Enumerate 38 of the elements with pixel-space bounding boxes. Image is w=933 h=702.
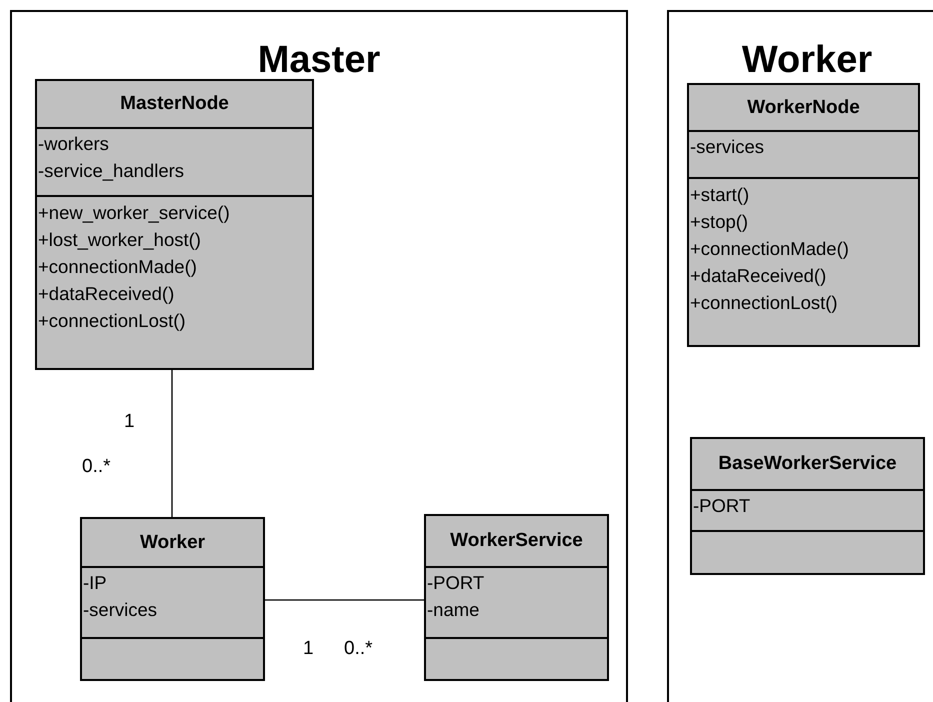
class-name: MasterNode xyxy=(120,93,229,115)
multiplicity-label: 0..* xyxy=(82,455,111,479)
class-box xyxy=(690,437,925,575)
method-text: +connectionLost() xyxy=(37,309,187,333)
method-text: +start() xyxy=(689,183,750,207)
method-text: +dataReceived() xyxy=(689,264,828,288)
multiplicity-label: 1 xyxy=(303,637,314,661)
attribute-text: -PORT xyxy=(692,494,752,518)
class-box xyxy=(687,83,920,347)
class-name: WorkerService xyxy=(450,530,583,552)
method-text: +connectionMade() xyxy=(37,255,198,279)
attribute-text: -name xyxy=(426,598,480,622)
class-name: BaseWorkerService xyxy=(718,453,897,475)
attribute-text: -services xyxy=(689,135,766,159)
class-name: WorkerNode xyxy=(747,96,860,118)
method-text: +stop() xyxy=(689,210,750,234)
class-name: Worker xyxy=(140,532,206,554)
package-frame xyxy=(667,10,933,702)
multiplicity-label: 1 xyxy=(124,410,135,434)
package-frame xyxy=(10,10,628,702)
method-text: +connectionMade() xyxy=(689,237,850,261)
association-line xyxy=(171,370,173,517)
attribute-text: -IP xyxy=(82,571,108,595)
class-box xyxy=(35,79,314,370)
package-title: Master xyxy=(256,40,382,80)
attribute-text: -workers xyxy=(37,132,110,156)
class-box xyxy=(80,517,265,681)
attribute-text: -services xyxy=(82,598,158,622)
method-text: +connectionLost() xyxy=(689,291,839,315)
attribute-text: -service_handlers xyxy=(37,159,186,183)
package-title: Worker xyxy=(740,40,874,80)
method-text: +dataReceived() xyxy=(37,282,176,306)
attribute-text: -PORT xyxy=(426,571,486,595)
method-text: +lost_worker_host() xyxy=(37,228,202,252)
class-box xyxy=(424,514,609,681)
method-text: +new_worker_service() xyxy=(37,201,231,225)
multiplicity-label: 0..* xyxy=(344,637,373,661)
association-line xyxy=(265,599,424,601)
